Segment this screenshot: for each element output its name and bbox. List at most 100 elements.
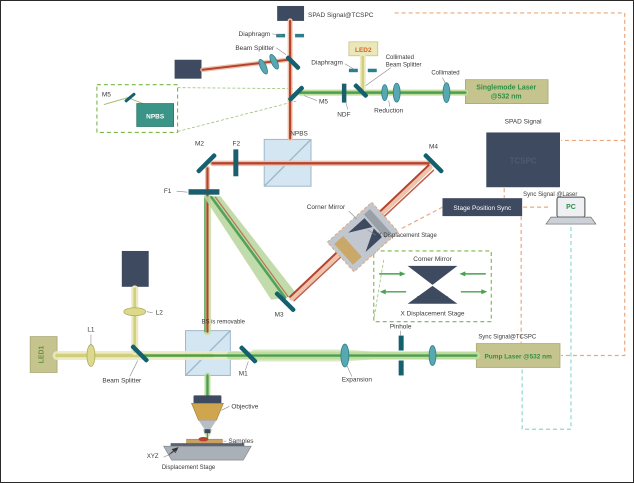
arrow-head	[481, 289, 488, 295]
spad-detector-top-box	[277, 5, 305, 21]
label-led2: LED2	[355, 47, 372, 54]
diaphragm-mid-left-blade	[348, 68, 358, 73]
label-x-displacement-stage-inset: X Displacement Stage	[401, 311, 465, 318]
label-m1: M1	[239, 370, 248, 377]
pc-laptop	[545, 196, 597, 225]
top-beam-splitter-plate	[285, 55, 301, 70]
label-x-displacement-stage: X Displacement Stage	[378, 233, 438, 239]
label-l1: L1	[87, 327, 95, 334]
collimating-lens	[442, 82, 451, 103]
m5-mirror	[288, 85, 304, 102]
inset-m5-mirror	[124, 92, 136, 103]
objective-assembly	[191, 395, 224, 434]
label-beam-splitter-bottom: Beam Splitter	[102, 377, 142, 384]
arrow-head	[416, 294, 424, 300]
f1-filter	[188, 189, 220, 195]
l1-lens	[86, 344, 96, 367]
diaphragm-top-right-blade	[295, 33, 305, 38]
l2-lens	[123, 307, 147, 317]
label-collimated-bs-1: Collimated	[386, 55, 414, 61]
ndf-filter	[341, 83, 347, 103]
label-m5: M5	[319, 99, 328, 106]
inset-connector-line	[177, 100, 299, 132]
relay-lens-icon	[258, 58, 268, 75]
corner-mirror-inset-content	[379, 265, 488, 304]
label-pointers	[90, 33, 447, 458]
green-beam-horizontal-bottom	[52, 349, 481, 362]
relay-lens-icon	[269, 54, 279, 70]
label-m4: M4	[429, 143, 438, 150]
label-stage-position-sync: Stage Position Sync	[453, 205, 512, 212]
m2-mirror	[196, 153, 217, 174]
label-pump-laser: Pump Laser @532 nm	[484, 354, 552, 361]
label-tcspc: TCSPC	[510, 156, 537, 165]
objective-taper	[198, 420, 217, 430]
label-pinhole: Pinhole	[390, 324, 412, 331]
label-xyz-2: Displacement Stage	[162, 465, 216, 471]
m5-npbs-inset-content	[103, 92, 174, 127]
label-bs-removable: BS is removable	[201, 320, 245, 326]
objective-body	[191, 403, 224, 421]
label-spad-signal-tcspc: SPAD Signal@TCSPC	[308, 12, 374, 19]
label-spad-signal: SPAD Signal	[505, 118, 542, 125]
label-l2: L2	[156, 310, 164, 317]
label-ndf: NDF	[337, 112, 350, 119]
label-expansion: Expansion	[342, 376, 373, 383]
label-reduction: Reduction	[374, 108, 404, 115]
inset-npbs-box	[136, 103, 174, 127]
m1-mirror	[239, 345, 258, 364]
label-sync-signal-laser: Sync Signal @Laser	[523, 192, 577, 198]
label-f2: F2	[233, 140, 241, 147]
corner-mirror-prism-bottom	[407, 285, 458, 304]
label-pc: PC	[566, 204, 576, 211]
xyz-stage	[163, 443, 252, 461]
focus-lens	[428, 345, 437, 366]
label-collimated: Collimated	[431, 71, 459, 77]
sync-line-orange-stage	[400, 206, 443, 230]
expansion-lens	[340, 343, 350, 368]
label-singlemode-laser-2: @532 nm	[491, 94, 522, 101]
arrow-head	[399, 271, 406, 277]
sample-specimen	[198, 436, 209, 442]
reduction-lens-2	[392, 82, 401, 103]
sample-holder	[186, 436, 223, 445]
collimated-beam-splitter-plate	[353, 83, 368, 98]
label-objective: Objective	[231, 403, 258, 410]
label-diaphragm-mid: Diaphragm	[311, 60, 343, 67]
diaphragm-mid-right-blade	[367, 68, 377, 73]
label-m2: M2	[195, 140, 204, 147]
objective-tip	[204, 429, 211, 434]
label-led1: LED1	[39, 346, 46, 364]
green-beam-diagonal-wide	[203, 195, 299, 300]
photo-corner-mirror-top	[348, 218, 373, 233]
tcspc-box	[486, 132, 560, 188]
corner-mirror-prism-top	[407, 265, 458, 285]
label-sync-signal-tcspc: Sync Signal@TCSPC	[478, 335, 536, 341]
stage-top-plate	[170, 443, 245, 447]
x-stage-photo	[326, 201, 400, 273]
photo-stage-rail	[363, 209, 392, 239]
arrow-head	[379, 289, 386, 295]
label-corner-mirror-inset: Corner Mirror	[413, 256, 452, 263]
label-collimated-bs-2: Beam Splitter	[386, 63, 422, 69]
bottom-beam-splitter-plate	[130, 344, 149, 363]
label-corner-mirror: Corner Mirror	[307, 204, 346, 211]
label-beam-splitter-top: Beam Splitter	[235, 45, 275, 52]
label-npbs: NPBS	[290, 130, 308, 137]
sync-line-teal-pc-laser	[521, 227, 572, 430]
corner-mirror-inset-box	[373, 250, 492, 323]
red-green-beam-vertical-mid	[203, 165, 211, 336]
inset-connector-line	[373, 259, 385, 320]
photo-brass-mount	[334, 235, 362, 265]
detector-box	[174, 59, 202, 79]
arrow-head	[459, 271, 466, 277]
f2-filter	[233, 149, 239, 177]
label-m5-inset: M5	[102, 92, 111, 99]
m3-mirror	[274, 291, 296, 313]
arrow-head	[171, 447, 179, 454]
sync-line-orange-main	[394, 12, 626, 357]
led1-box	[29, 336, 58, 373]
label-singlemode-laser-1: Singlemode Laser	[476, 85, 536, 92]
